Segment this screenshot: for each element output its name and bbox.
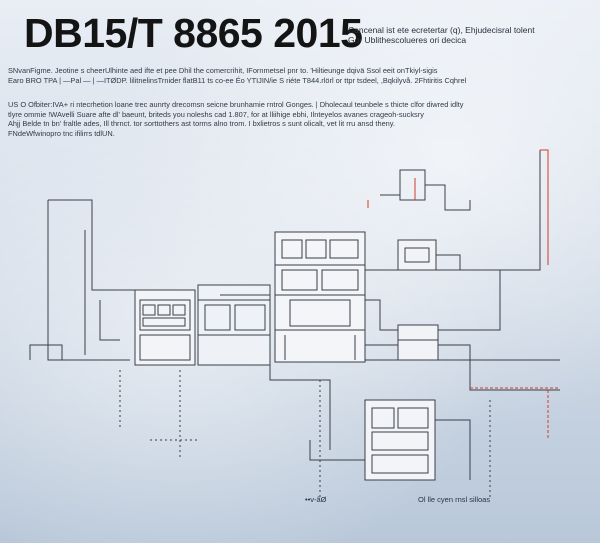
caption-bottom-left: ••v-âØ bbox=[305, 495, 327, 504]
main-station bbox=[274, 231, 366, 363]
station-module bbox=[281, 269, 318, 291]
transformer-core bbox=[404, 247, 430, 263]
cabinet-module bbox=[142, 304, 156, 316]
subtitle-line: Gor Ublithescolueres ori decica bbox=[348, 35, 467, 45]
bus-line bbox=[269, 365, 331, 450]
top-unit bbox=[399, 169, 426, 201]
red-annotation-line bbox=[540, 149, 549, 265]
feeder-line bbox=[48, 199, 135, 291]
paragraph-line: FNdeWfwinopro tnc ifilirrs tdlUN. bbox=[8, 128, 115, 138]
station-module bbox=[281, 239, 303, 259]
cabinet-module bbox=[157, 304, 171, 316]
subtitle-line: Cancenal ist ete ecretertar (q), Ehjudec… bbox=[348, 25, 535, 35]
top-unit-line bbox=[425, 184, 471, 211]
cabinet-panel bbox=[139, 334, 191, 361]
switchgear-line bbox=[309, 440, 365, 461]
page-title: DB15/T 8865 2015 bbox=[24, 10, 363, 56]
feeder-line bbox=[29, 344, 63, 360]
switchgear-line bbox=[435, 419, 471, 480]
station-module bbox=[321, 269, 359, 291]
cabinet-module bbox=[172, 304, 186, 316]
paragraph-1: SNvanFigme. Jeotine s cheerUlhinte aed i… bbox=[8, 66, 568, 85]
station-module bbox=[305, 239, 327, 259]
equipment-block bbox=[197, 284, 271, 366]
transformer-line bbox=[436, 254, 461, 270]
equipment-unit bbox=[234, 304, 266, 331]
switchgear-module bbox=[371, 454, 429, 474]
switchgear-module bbox=[371, 431, 429, 451]
paragraph-line: tlyre ommie !WAvelli Suare afte dl' baeu… bbox=[8, 109, 424, 119]
bus-line bbox=[365, 270, 501, 331]
feeder-line bbox=[99, 300, 120, 341]
bus-line bbox=[365, 344, 560, 391]
equipment-unit bbox=[204, 304, 231, 331]
caption-bottom-right: Ol lle cyen rnsl silloas bbox=[418, 495, 491, 504]
paragraph-line: Earo BRO TPA | —Pal — | —ITØDP. lilitnel… bbox=[8, 75, 467, 85]
transformer-box bbox=[397, 239, 437, 271]
switchgear-module bbox=[371, 407, 395, 429]
cabinet-panel bbox=[139, 299, 191, 331]
feeder-line bbox=[47, 200, 130, 361]
control-cabinet bbox=[134, 289, 196, 366]
paragraph-2: US O Ofbiter:IVA+ ri ntecrhetion loane t… bbox=[8, 100, 548, 138]
paragraph-line: Ahjj Belde tn bn' fraltle ades, Ill thrn… bbox=[8, 119, 395, 128]
relay-box bbox=[397, 324, 439, 361]
switchgear bbox=[364, 399, 436, 481]
subtitle: Cancenal ist ete ecretertar (q), Ehjudec… bbox=[348, 25, 588, 45]
switchgear-module bbox=[397, 407, 429, 429]
station-module bbox=[329, 239, 359, 259]
cabinet-module bbox=[142, 317, 186, 327]
paragraph-line: SNvanFigme. Jeotine s cheerUlhinte aed i… bbox=[8, 66, 438, 75]
paragraph-line: US O Ofbiter:IVA+ ri ntecrhetion loane t… bbox=[8, 100, 464, 109]
station-module bbox=[289, 299, 351, 327]
